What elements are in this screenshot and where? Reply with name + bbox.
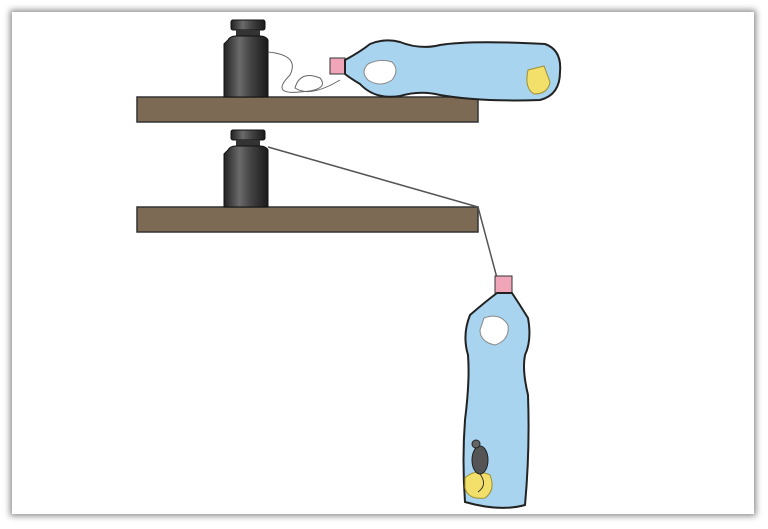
shelf-bottom bbox=[136, 206, 479, 233]
cheese-icon bbox=[464, 471, 493, 499]
shelf-top bbox=[136, 96, 479, 123]
scene-bottom bbox=[136, 129, 531, 509]
scene-top bbox=[136, 19, 562, 123]
string-slack bbox=[267, 51, 341, 93]
bottle-lying bbox=[329, 39, 562, 102]
string-taut bbox=[267, 146, 498, 279]
mouse-icon bbox=[471, 439, 489, 493]
weight-bottom bbox=[223, 129, 269, 208]
cheese-icon bbox=[526, 65, 551, 95]
weight-top bbox=[223, 19, 269, 98]
bottle-hanging bbox=[462, 275, 531, 509]
